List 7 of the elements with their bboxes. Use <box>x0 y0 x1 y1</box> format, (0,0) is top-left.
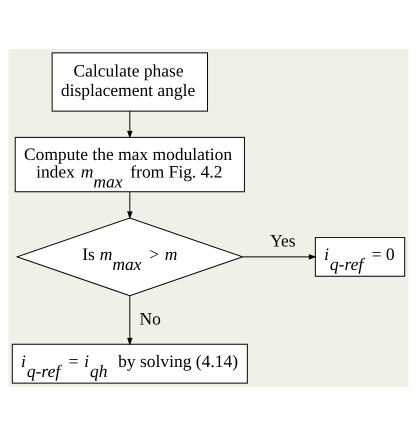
arrow <box>242 254 317 260</box>
node-box: Calculate phase displacement angle <box>52 52 208 112</box>
arrow <box>127 295 133 346</box>
arrow <box>127 110 133 138</box>
arrow <box>127 191 133 219</box>
edge-label: Yes <box>270 230 296 250</box>
edge-label: No <box>140 308 161 328</box>
